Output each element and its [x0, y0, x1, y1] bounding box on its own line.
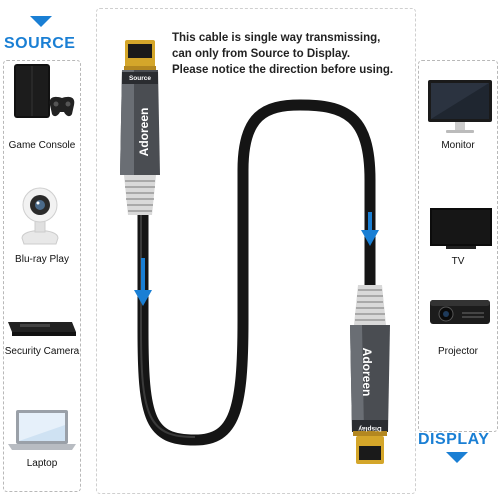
display-brand-text: Adoreen: [360, 348, 374, 397]
display-connector: [350, 285, 390, 464]
tv-icon: [430, 208, 492, 249]
direction-notice: This cable is single way transmissing, c…: [172, 30, 432, 78]
display-label-monitor: Monitor: [441, 140, 475, 151]
source-heading: SOURCE: [4, 35, 76, 52]
display-tag-text: Display: [358, 425, 382, 432]
display-heading: DISPLAY: [418, 431, 490, 448]
source-label-laptop: Laptop: [26, 458, 58, 469]
source-connector: [120, 40, 160, 215]
display-arrow-icon: [446, 452, 468, 463]
cable-frame: [96, 8, 416, 494]
game-console-icon: [14, 64, 75, 118]
direction-arrow-right-icon: [361, 212, 379, 246]
monitor-icon: [428, 80, 492, 133]
source-tag-text: Source: [129, 75, 151, 82]
display-label-projector: Projector: [437, 346, 478, 357]
source-brand-text: Adoreen: [137, 108, 151, 157]
source-label-blu-ray: Blu-ray Play: [15, 254, 69, 265]
security-camera-icon: [21, 187, 59, 245]
projector-icon: [430, 300, 490, 324]
source-label-game-console: Game Console: [8, 140, 76, 151]
notice-line-2: can only from Source to Display.: [172, 48, 351, 60]
source-arrow-icon: [30, 16, 52, 27]
source-label-security-camera: Security Camera: [4, 346, 80, 357]
source-column-frame: [3, 60, 81, 492]
blu-ray-player-icon: [8, 322, 76, 336]
notice-line-1: This cable is single way transmissing,: [172, 32, 381, 44]
display-column-frame: [418, 60, 498, 432]
notice-line-3: Please notice the direction before using…: [172, 64, 394, 76]
direction-arrow-left-icon: [134, 258, 152, 306]
laptop-icon: [8, 410, 76, 450]
display-label-tv: TV: [451, 256, 465, 267]
cable-line: [137, 99, 376, 446]
